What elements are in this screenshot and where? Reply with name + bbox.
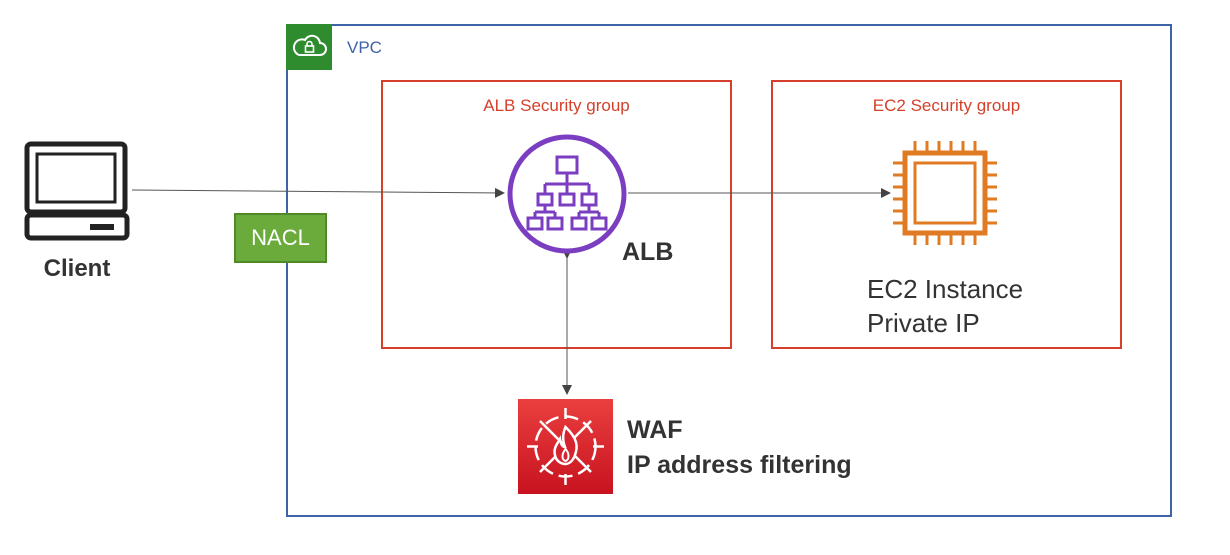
alb-label: ALB (622, 238, 674, 266)
client-to-alb-arrow (131, 187, 505, 198)
cloud-lock-icon (292, 34, 327, 56)
waf-title: WAF (627, 416, 683, 444)
client-label: Client (43, 255, 111, 282)
load-balancer-icon (507, 134, 627, 254)
ec2-security-group (771, 80, 1122, 349)
ec2-label: EC2 Instance Private IP (867, 272, 1023, 340)
alb-security-group (381, 80, 732, 349)
nacl-badge: NACL (234, 213, 327, 263)
nacl-label: NACL (251, 225, 310, 250)
ec2-chip-icon (893, 141, 997, 245)
ec2-label-line2: Private IP (867, 308, 980, 338)
vpc-label: VPC (347, 38, 382, 57)
ec2-security-group-label: EC2 Security group (872, 96, 1021, 115)
vpc-badge (286, 24, 332, 70)
waf-badge (518, 399, 613, 494)
desktop-computer-icon (24, 141, 130, 241)
alb-security-group-label: ALB Security group (483, 96, 630, 115)
ec2-label-line1: EC2 Instance (867, 274, 1024, 304)
vpc-boundary (286, 24, 1172, 517)
waf-firewall-icon (527, 408, 604, 485)
waf-subtitle: IP address filtering (627, 451, 852, 479)
